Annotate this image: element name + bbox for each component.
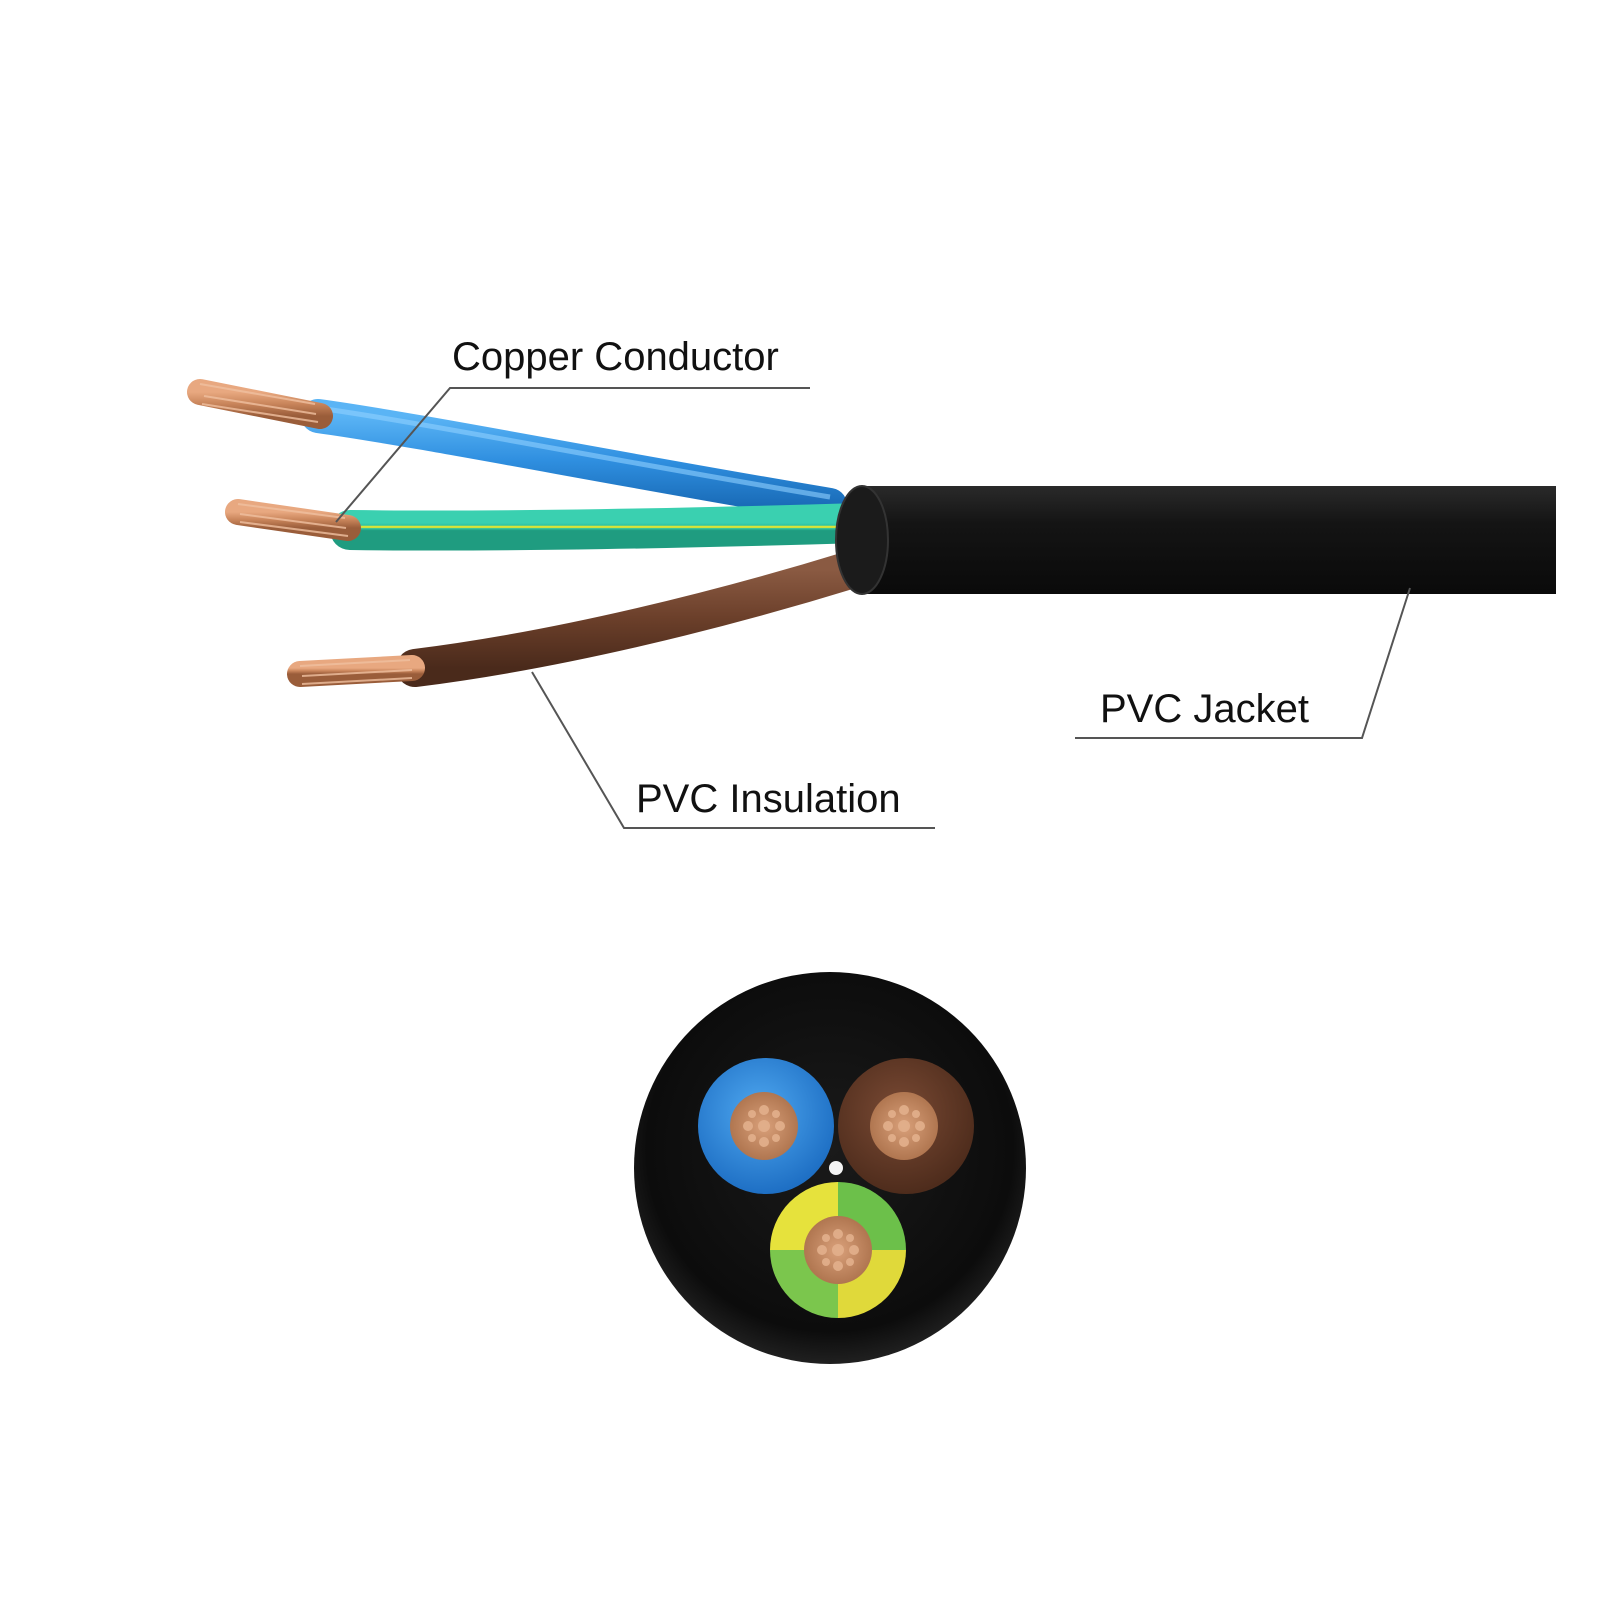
cross-section-blue-core (698, 1058, 834, 1194)
brown-wire (287, 551, 869, 687)
cable-cross-section (634, 972, 1026, 1364)
cross-section-brown-core (838, 1058, 974, 1194)
cross-section-filler (829, 1161, 843, 1175)
blue-wire (187, 379, 847, 522)
blue-wire-copper-strands (187, 379, 333, 429)
pvc-jacket-label: PVC Jacket (1100, 687, 1309, 731)
cross-section-earth-core (770, 1182, 906, 1318)
cable-side-view (187, 379, 1556, 687)
pvc-insulation-leader (531, 671, 935, 829)
brown-wire-copper-strands (287, 655, 425, 687)
copper-conductor-label: Copper Conductor (452, 335, 779, 379)
earth-wire (225, 499, 880, 551)
leader-lines (335, 387, 1411, 829)
pvc-jacket-leader (1075, 587, 1411, 739)
pvc-insulation-label: PVC Insulation (636, 777, 901, 821)
earth-wire-copper-strands (225, 499, 361, 541)
pvc-jacket-body (835, 485, 1556, 595)
copper-conductor-leader (335, 387, 810, 523)
